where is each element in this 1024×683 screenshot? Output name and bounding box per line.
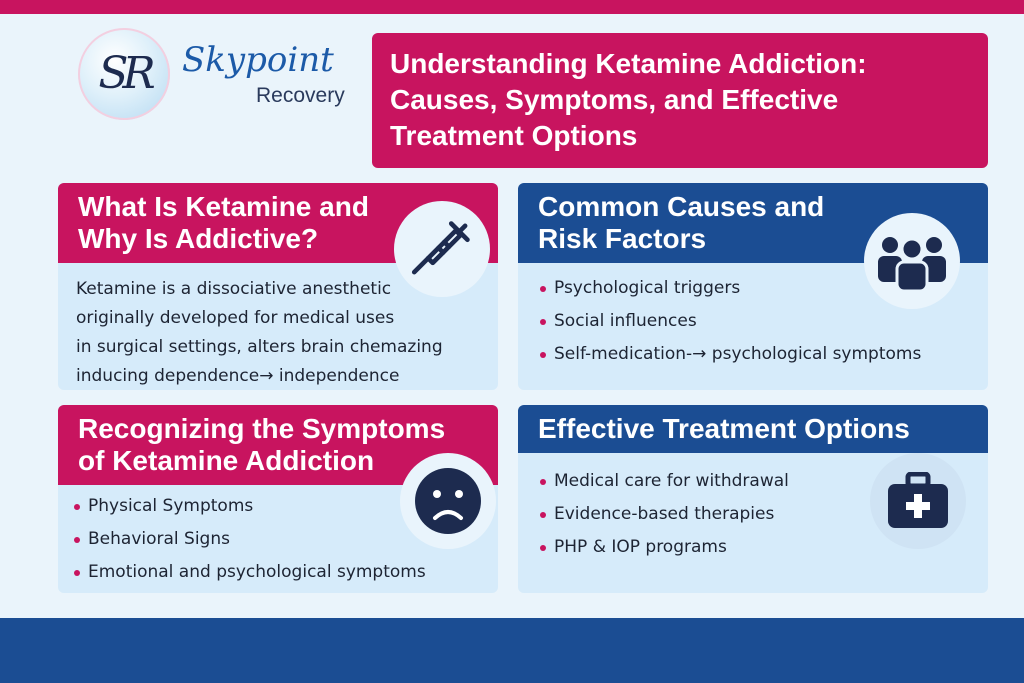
bullet-dot (540, 286, 546, 292)
list-item: Physical Symptoms (72, 490, 426, 523)
list-item: Medical care for withdrawal (538, 465, 789, 498)
list-item-text: Emotional and psychological symptoms (88, 562, 426, 582)
bottom-footer-band (0, 618, 1024, 683)
symptoms-list: Physical Symptoms Behavioral Signs Emoti… (72, 490, 426, 589)
logo-name: Skypoint (182, 40, 334, 80)
bullet-dot (540, 545, 546, 551)
list-item: Behavioral Signs (72, 523, 426, 556)
treatment-list: Medical care for withdrawal Evidence-bas… (538, 465, 789, 564)
bullet-dot (540, 512, 546, 518)
card-heading-line: Risk Factors (538, 223, 707, 254)
bullet-dot (74, 570, 80, 576)
list-item-text: Medical care for withdrawal (554, 471, 789, 491)
body-line: in surgical settings, alters brain chema… (76, 337, 443, 357)
skypoint-logo: SR Skypoint Recovery (78, 28, 368, 124)
list-item: Self-medication-→ psychological symptoms (538, 338, 921, 371)
list-item-text: Evidence-based therapies (554, 504, 775, 524)
card-what-is-ketamine: What Is Ketamine and Why Is Addictive? K… (58, 183, 498, 390)
syringe-icon (394, 201, 490, 297)
page-title: Understanding Ketamine Addiction: Causes… (372, 33, 988, 168)
causes-list: Psychological triggers Social influences… (538, 272, 921, 371)
bullet-dot (540, 319, 546, 325)
list-item-text: Self-medication-→ psychological symptoms (554, 344, 922, 364)
bullet-dot (540, 479, 546, 485)
body-line: Ketamine is a dissociative anesthetic (76, 279, 392, 299)
card-body-text: Ketamine is a dissociative anesthetic or… (76, 275, 486, 390)
list-item-text: Psychological triggers (554, 278, 741, 298)
logo-monogram: SR (98, 48, 155, 99)
sad-face-icon (400, 453, 496, 549)
list-item: PHP & IOP programs (538, 531, 789, 564)
list-item: Psychological triggers (538, 272, 921, 305)
body-line: originally developed for medical uses (76, 308, 395, 328)
list-item: Social influences (538, 305, 921, 338)
card-heading-line: Common Causes and (538, 191, 825, 222)
body-line: inducing dependence→ independence (76, 366, 400, 386)
title-line: Treatment Options (390, 120, 638, 151)
card-heading-line: Why Is Addictive? (78, 223, 319, 254)
title-line: Understanding Ketamine Addiction: (390, 48, 867, 79)
top-accent-stripe (0, 0, 1024, 14)
logo-subtitle: Recovery (256, 84, 345, 107)
bullet-dot (74, 504, 80, 510)
list-item-text: Physical Symptoms (88, 496, 254, 516)
list-item: Evidence-based therapies (538, 498, 789, 531)
bullet-dot (540, 352, 546, 358)
list-item-text: Social influences (554, 311, 697, 331)
card-heading-line: Effective Treatment Options (538, 413, 910, 444)
card-recognizing-symptoms: Recognizing the Symptoms of Ketamine Add… (58, 405, 498, 593)
card-causes-risk-factors: Common Causes and Risk Factors Psycholog… (518, 183, 988, 390)
people-group-icon (864, 213, 960, 309)
card-heading-line: Recognizing the Symptoms (78, 413, 446, 444)
list-item: Emotional and psychological symptoms (72, 556, 426, 589)
list-item-text: Behavioral Signs (88, 529, 230, 549)
card-heading: Effective Treatment Options (518, 405, 988, 453)
logo-emblem (78, 28, 170, 120)
medical-kit-icon (870, 453, 966, 549)
list-item-text: PHP & IOP programs (554, 537, 727, 557)
title-line: Causes, Symptoms, and Effective (390, 84, 839, 115)
bullet-dot (74, 537, 80, 543)
card-heading-line: of Ketamine Addiction (78, 445, 375, 476)
card-heading-line: What Is Ketamine and (78, 191, 369, 222)
card-treatment-options: Effective Treatment Options Medical care… (518, 405, 988, 593)
